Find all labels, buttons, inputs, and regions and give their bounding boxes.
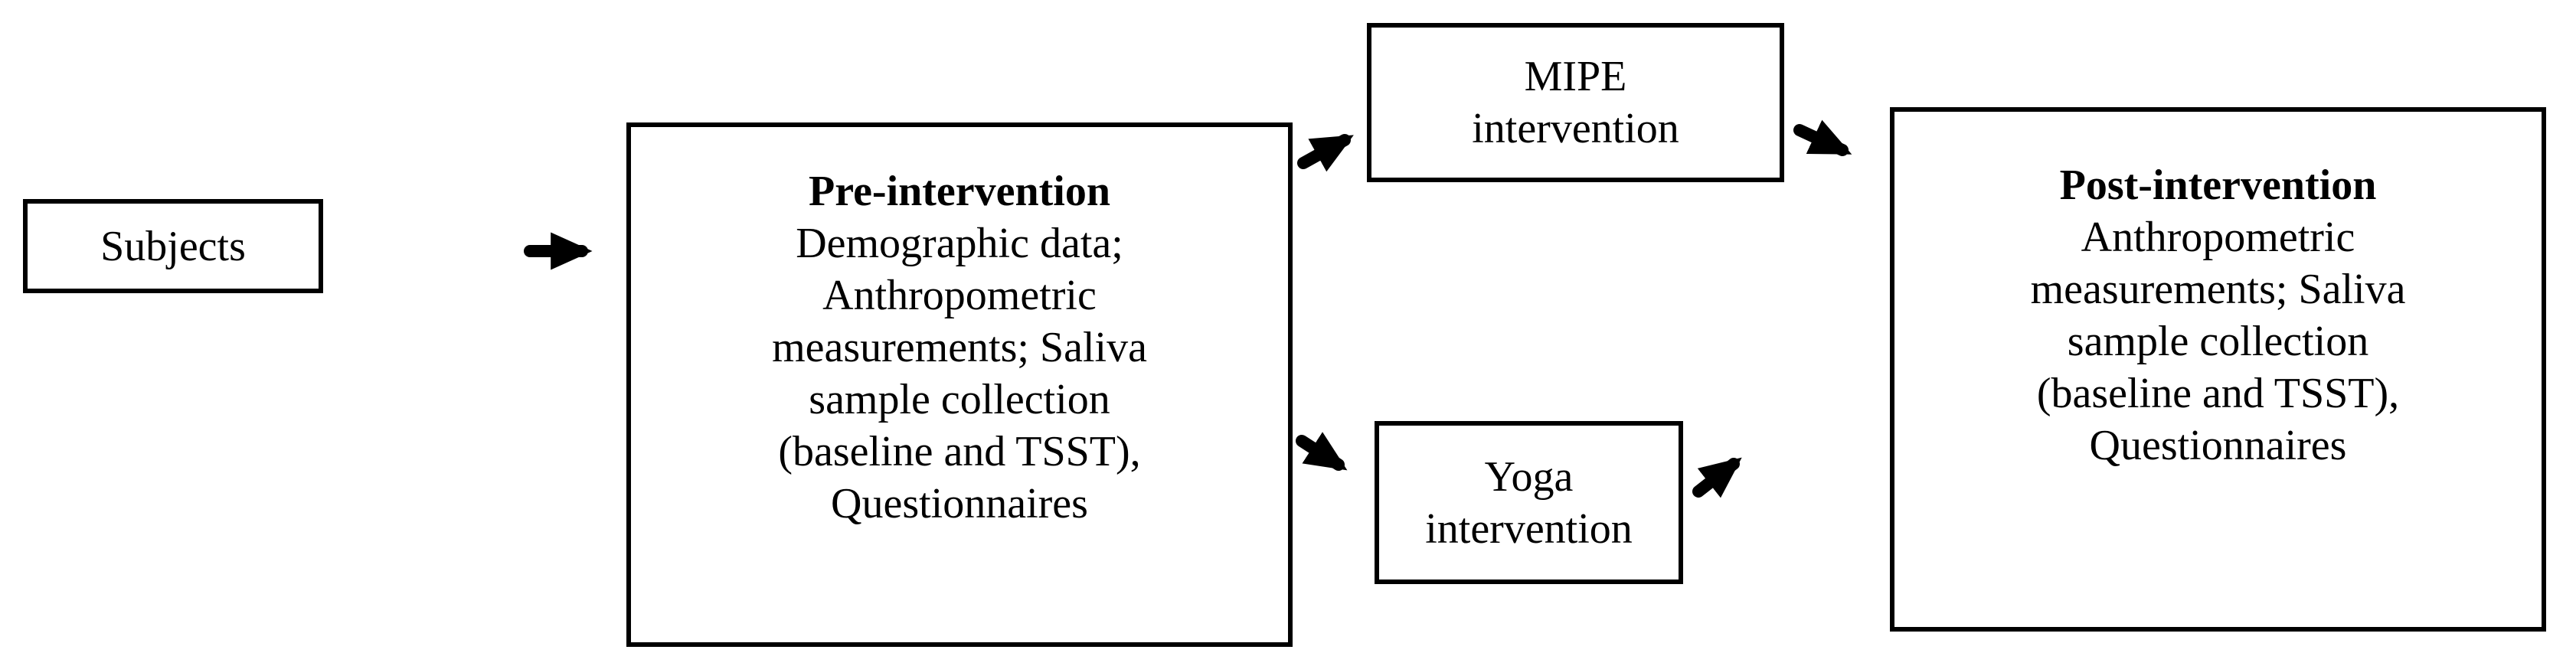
arrow-yoga-to-post-icon (1692, 457, 1742, 498)
node-mipe-intervention-label: MIPE intervention (1472, 53, 1679, 152)
node-subjects: Subjects (23, 199, 323, 293)
node-pre-intervention-body: Demographic data; Anthropometric measure… (772, 220, 1147, 527)
node-mipe-intervention: MIPE intervention (1367, 23, 1784, 182)
node-yoga-intervention: Yoga intervention (1375, 421, 1683, 584)
node-post-intervention-title: Post-intervention (2059, 162, 2377, 209)
arrow-pre-to-yoga-icon (1296, 432, 1348, 471)
node-pre-intervention-title: Pre-intervention (809, 168, 1110, 215)
node-yoga-intervention-label: Yoga intervention (1425, 452, 1633, 553)
node-post-intervention-body: Anthropometric measurements; Saliva samp… (2030, 214, 2406, 469)
node-pre-intervention: Pre-intervention Demographic data; Anthr… (626, 122, 1293, 647)
arrow-mipe-to-post-icon (1793, 119, 1852, 156)
node-subjects-label: Subjects (100, 222, 246, 270)
arrow-pre-to-mipe-icon (1297, 134, 1354, 172)
node-post-intervention: Post-intervention Anthropometric measure… (1890, 107, 2546, 632)
